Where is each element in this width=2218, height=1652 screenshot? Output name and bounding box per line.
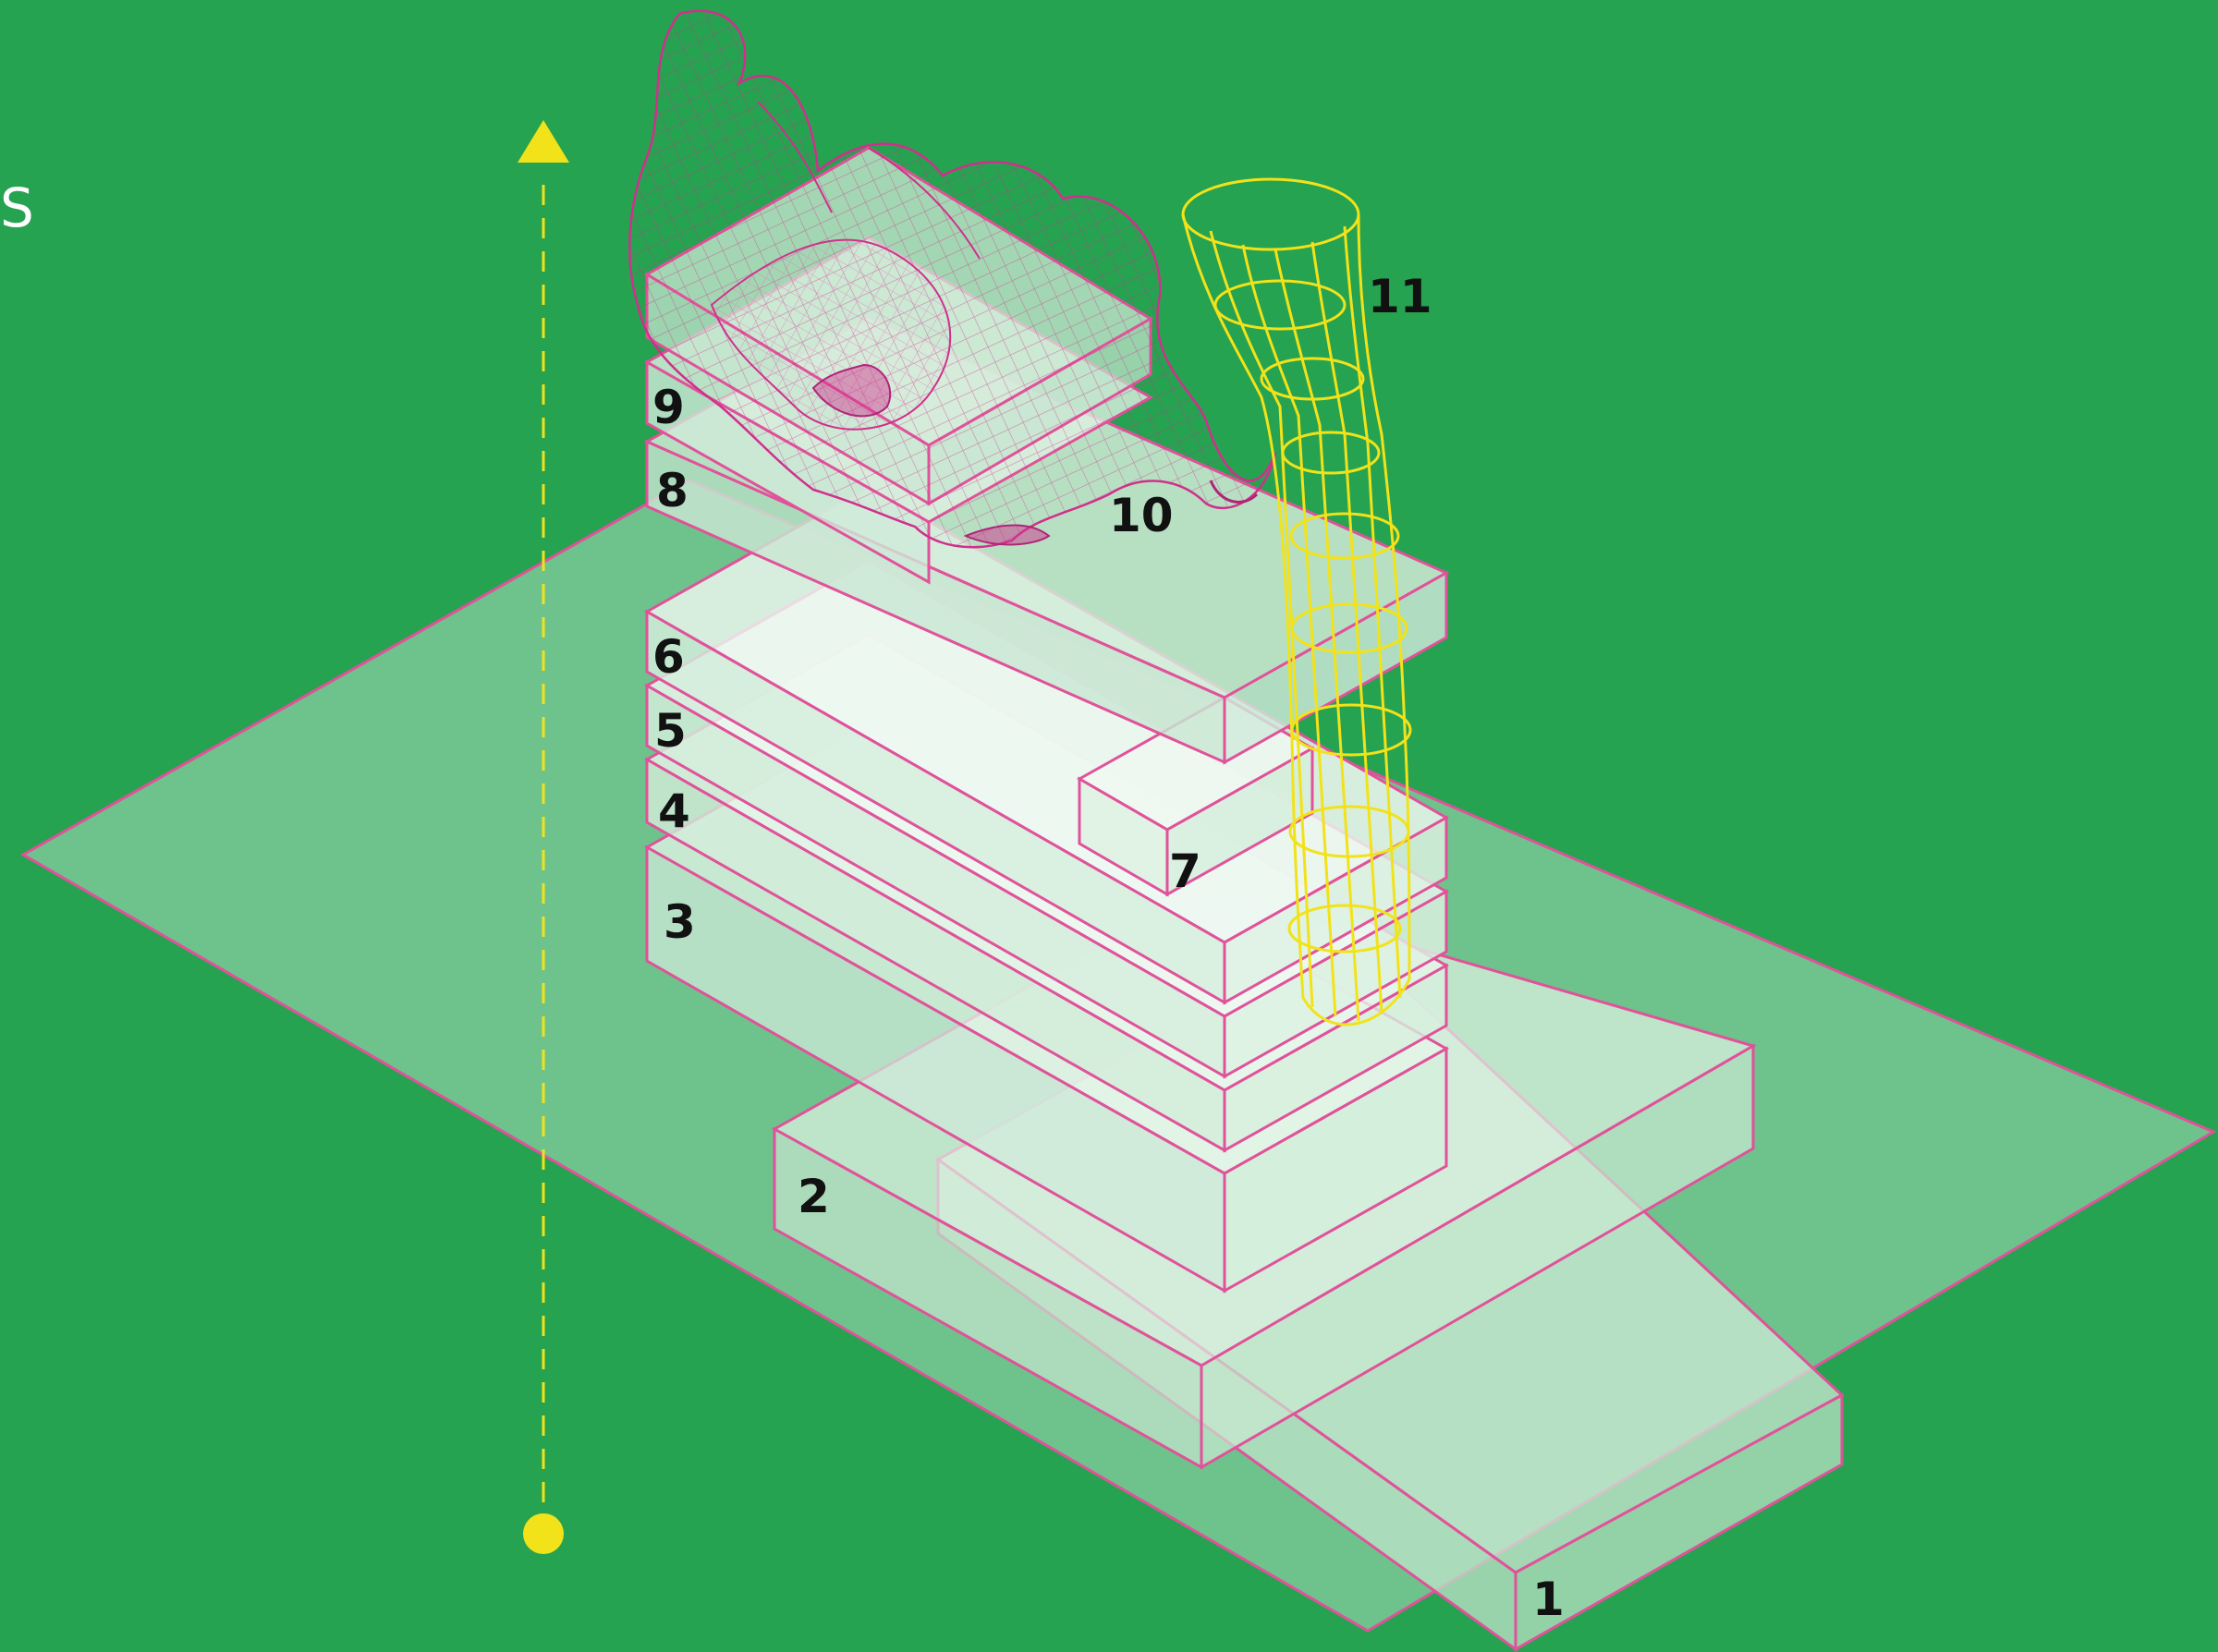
side-letter: S — [0, 176, 34, 239]
label-11: 11 — [1368, 270, 1432, 323]
label-10: 10 — [1109, 489, 1174, 542]
label-2: 2 — [798, 1170, 830, 1223]
label-6: 6 — [652, 630, 685, 684]
label-8: 8 — [656, 464, 689, 517]
circle-dot-icon — [523, 1513, 564, 1554]
arrow-up-icon — [518, 120, 569, 163]
label-7: 7 — [1169, 844, 1201, 898]
label-4: 4 — [658, 784, 690, 838]
label-3: 3 — [664, 895, 696, 949]
label-5: 5 — [654, 704, 687, 758]
label-9: 9 — [652, 381, 685, 434]
label-1: 1 — [1532, 1573, 1565, 1626]
